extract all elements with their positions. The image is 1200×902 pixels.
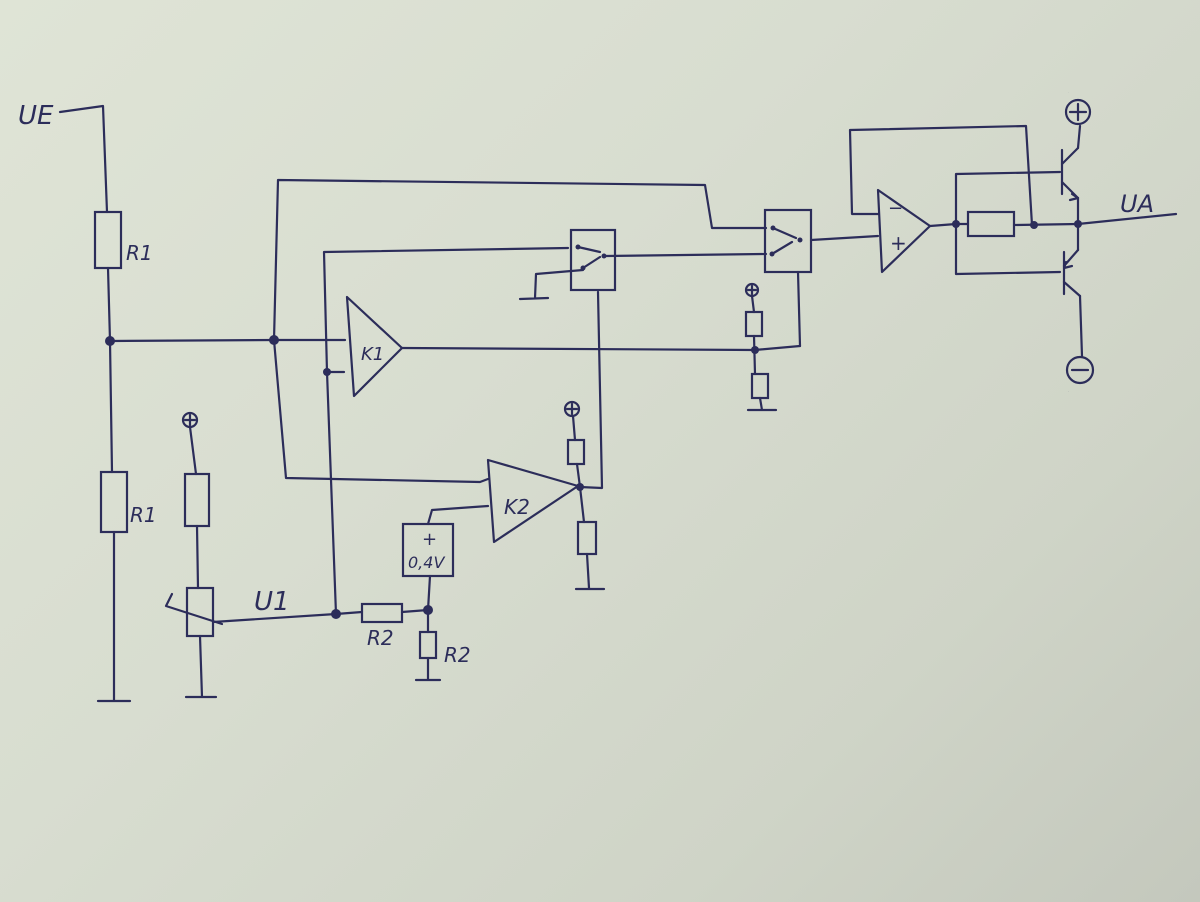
comparator-k1: K1 bbox=[345, 295, 404, 398]
output-opamp: − + bbox=[876, 188, 932, 274]
supply-plus-k2 bbox=[563, 400, 581, 418]
wire-k1-to-switch-2 bbox=[796, 270, 802, 348]
resistor-k2-pullup bbox=[566, 438, 586, 466]
resistor-k1-pulldown bbox=[750, 372, 770, 400]
resistor-k1-pullup bbox=[744, 310, 764, 338]
wire-k1-pulldown bbox=[752, 334, 757, 376]
wire-main-to-k2 bbox=[272, 338, 490, 484]
wire-k1-pullup bbox=[750, 294, 756, 314]
k1-label: K1 bbox=[361, 344, 384, 365]
wire-output bbox=[1076, 212, 1178, 226]
supply-plus-pot bbox=[181, 411, 199, 429]
wire-divider-top bbox=[106, 266, 112, 343]
wire-u1 bbox=[211, 612, 338, 624]
resistor-pot-top bbox=[183, 472, 211, 528]
k2-label: K2 bbox=[504, 495, 530, 519]
wire-divider-to-k1 bbox=[108, 338, 347, 343]
r1-bottom-label: R1 bbox=[130, 503, 157, 527]
opamp-plus-label: + bbox=[890, 231, 907, 255]
junction-feedback bbox=[1030, 221, 1038, 229]
supply-plus-k1 bbox=[744, 282, 760, 298]
resistor-r1-bottom: R1 bbox=[99, 470, 157, 534]
ref-voltage-label: 0,4V bbox=[408, 553, 445, 572]
ground-switch-1 bbox=[518, 268, 585, 301]
switch-2 bbox=[763, 208, 813, 274]
wire-pnp-collector bbox=[1078, 294, 1084, 358]
ground-k1 bbox=[746, 396, 778, 412]
resistor-r2-series: R2 bbox=[360, 602, 404, 650]
supply-plus-output: + bbox=[1064, 91, 1092, 126]
r2-series-label: R2 bbox=[367, 626, 394, 650]
ua-label: UA bbox=[1120, 190, 1154, 218]
wire-pot-mid bbox=[195, 524, 200, 590]
supply-minus-label: − bbox=[1068, 391, 1069, 393]
wire-switch-2-to-opamp bbox=[809, 234, 880, 242]
potentiometer bbox=[164, 586, 224, 638]
wire-k2-pullup bbox=[571, 414, 577, 442]
wire-k2-pulldown bbox=[575, 462, 586, 524]
r2-shunt-label: R2 bbox=[444, 643, 471, 667]
resistor-r2-shunt: R2 bbox=[414, 608, 471, 682]
resistor-r1-top: R1 bbox=[93, 210, 153, 270]
wire-base-pnp bbox=[954, 222, 1062, 276]
ground-left bbox=[96, 530, 132, 703]
wire-npn-collector bbox=[1076, 124, 1082, 150]
wire-divider-mid bbox=[108, 339, 114, 474]
wire-base-npn bbox=[954, 170, 1062, 226]
wire-pot-supply bbox=[188, 425, 198, 476]
transistor-npn bbox=[1060, 146, 1080, 202]
transistor-pnp bbox=[1062, 248, 1082, 298]
ref-plus-label: + bbox=[422, 529, 437, 550]
wire-main-to-switch-2 bbox=[272, 178, 768, 342]
r1-top-label: R1 bbox=[126, 241, 153, 265]
wire-opamp-out bbox=[928, 222, 958, 228]
resistor-sense bbox=[966, 210, 1016, 238]
ground-k2 bbox=[574, 552, 606, 591]
ground-pot bbox=[184, 634, 218, 699]
wire-switch-1-to-switch-2 bbox=[604, 252, 768, 258]
wire-u1-to-switch-1 bbox=[322, 246, 570, 374]
wire-r-sense-out bbox=[1012, 222, 1080, 227]
ue-label: UE bbox=[18, 101, 54, 131]
wire-k1-out bbox=[400, 344, 802, 352]
wire-opamp-feedback bbox=[848, 124, 1034, 227]
u1-label: U1 bbox=[254, 587, 290, 617]
opamp-minus-label: − bbox=[888, 198, 903, 219]
resistor-k2-pulldown bbox=[576, 520, 598, 556]
comparator-k2: K2 bbox=[486, 458, 580, 544]
reference-0-4v: + 0,4V bbox=[401, 522, 455, 578]
supply-minus-output: − bbox=[1065, 355, 1095, 393]
supply-plus-label: + bbox=[1068, 91, 1069, 94]
wire-ref-to-k2 bbox=[426, 504, 490, 526]
wire-to-r2 bbox=[334, 610, 364, 616]
wire-ref bbox=[426, 574, 432, 612]
wire-k2-to-switch-1 bbox=[578, 290, 604, 490]
wire-u1-to-k1 bbox=[325, 370, 346, 616]
switch-1 bbox=[569, 228, 617, 292]
input-terminal: UE bbox=[18, 101, 109, 214]
